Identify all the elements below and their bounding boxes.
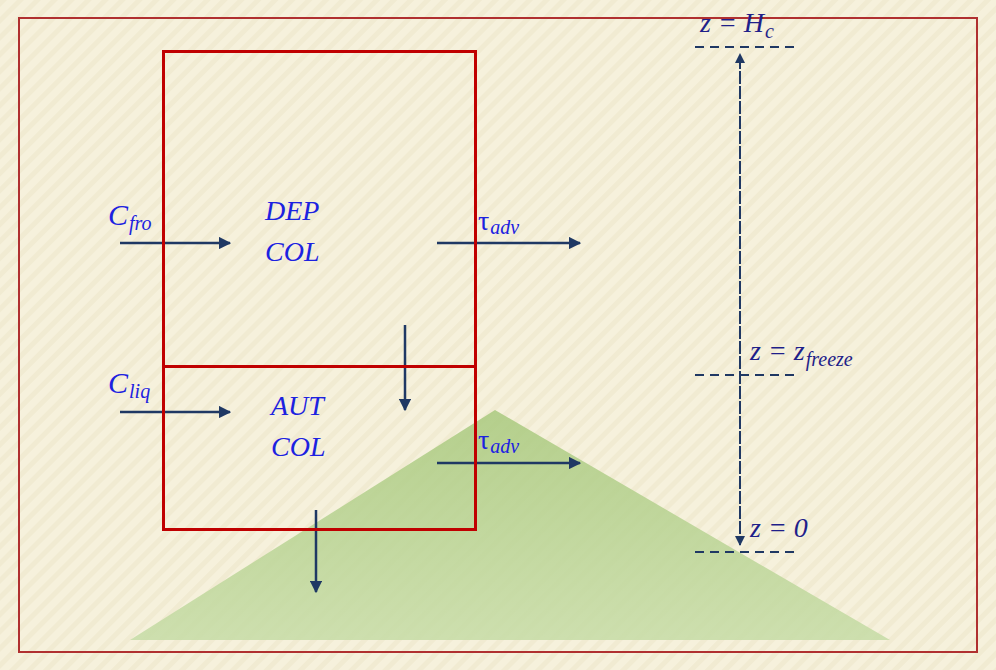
flux-subscript: fro: [129, 213, 152, 233]
fall-arrow: [315, 510, 318, 592]
process-label: DEP COL: [265, 191, 319, 272]
process-box: AUT COL: [162, 365, 477, 531]
inflow-arrow: [120, 242, 230, 245]
mountain: [130, 410, 890, 640]
outflow-arrow: [437, 242, 580, 245]
level-subscript: freeze: [806, 349, 853, 369]
level-subscript: c: [765, 21, 774, 41]
time-subscript: adv: [490, 217, 519, 237]
time-subscript: adv: [490, 436, 519, 456]
inflow-arrow: [120, 411, 230, 414]
level-label: z = 0: [750, 514, 808, 542]
height-axis: [739, 60, 741, 545]
time-symbol: τ: [478, 207, 489, 235]
level-label: z = z: [750, 337, 805, 365]
process-label: AUT COL: [271, 386, 325, 467]
outflow-arrow: [437, 462, 580, 465]
height-axis: [739, 54, 741, 545]
level-line: [695, 374, 800, 376]
flux-subscript: liq: [129, 381, 150, 401]
level-label: z = H: [700, 9, 764, 37]
flux-symbol: C: [108, 368, 128, 398]
level-line: [695, 46, 800, 48]
process-box: DEP COL: [162, 50, 477, 368]
time-symbol: τ: [478, 426, 489, 454]
level-line: [695, 551, 800, 553]
flux-symbol: C: [108, 200, 128, 230]
frame: [19, 18, 977, 652]
